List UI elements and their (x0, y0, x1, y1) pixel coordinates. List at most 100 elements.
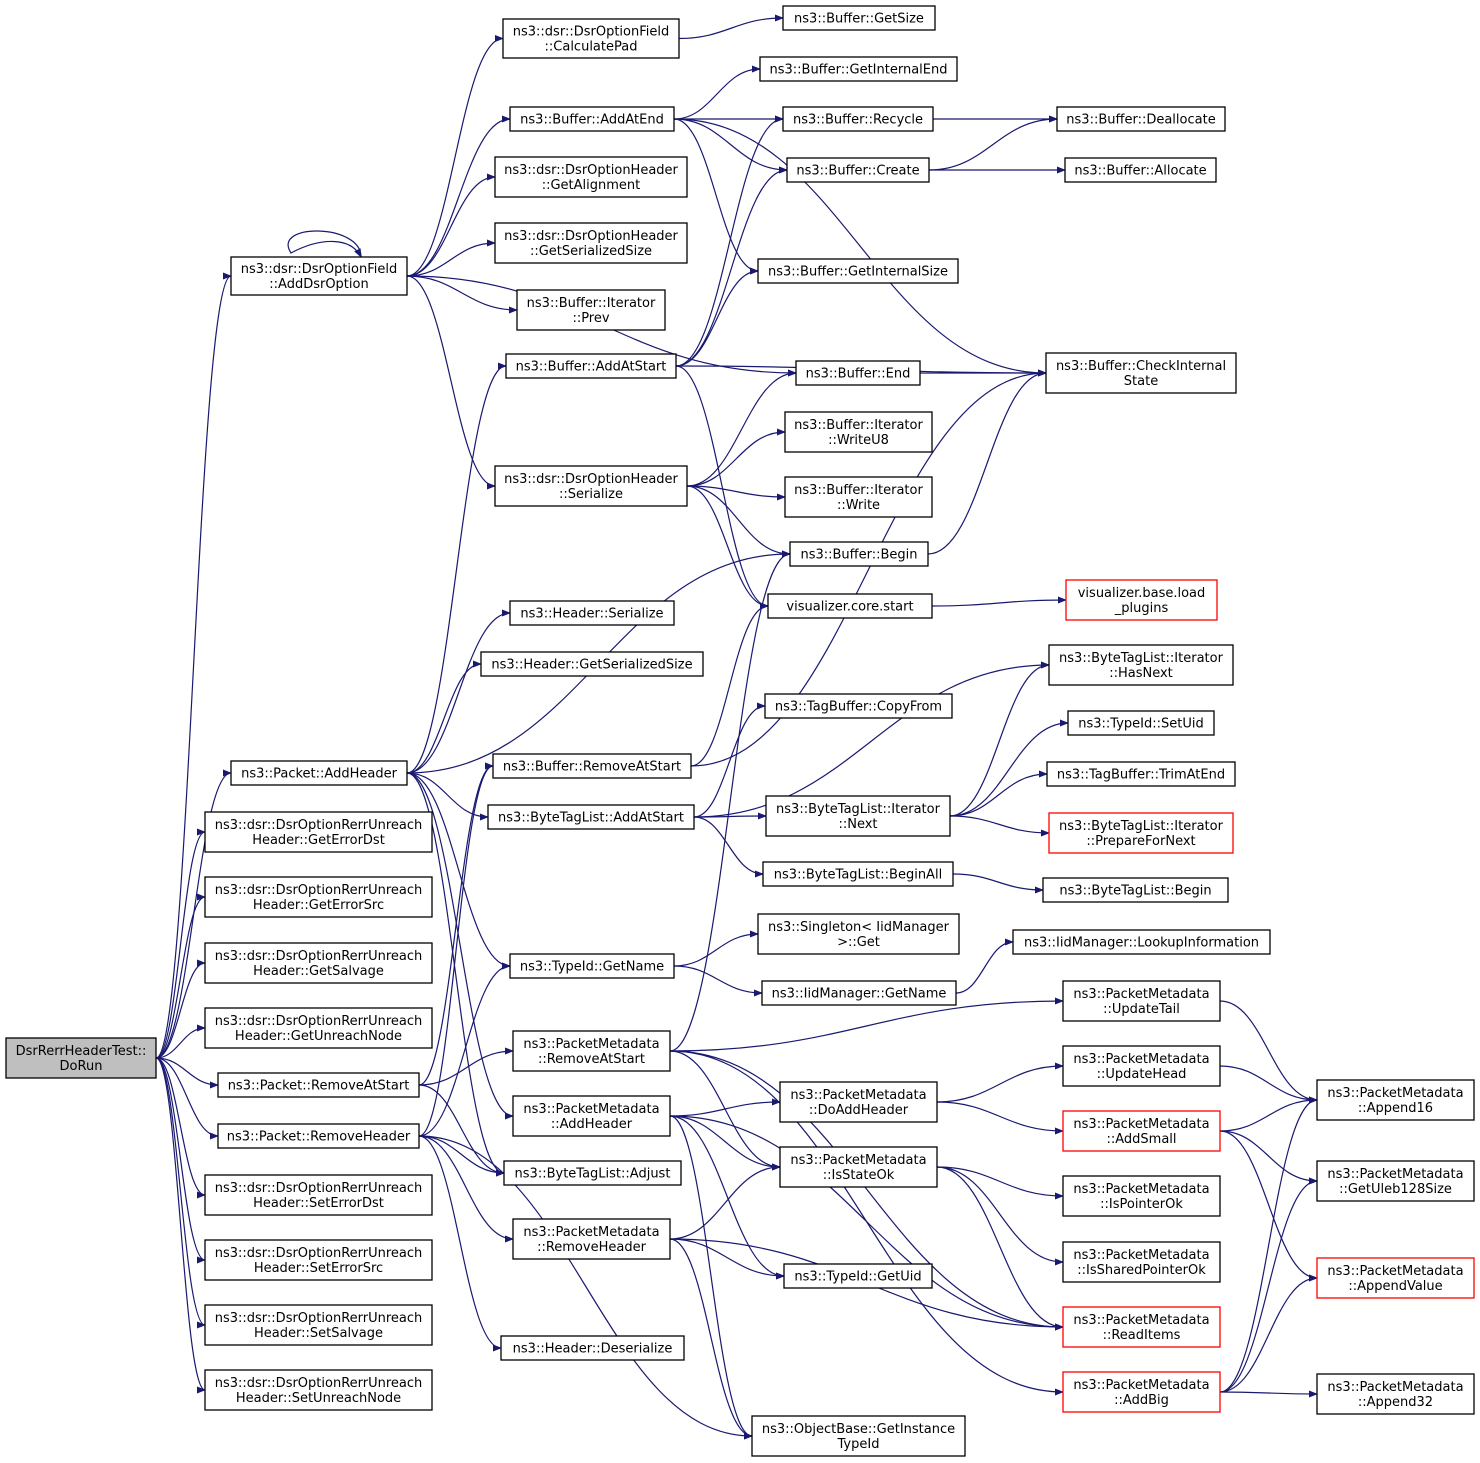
call-edge-btlAddAtStart-to-btlBeginAll (693, 816, 764, 878)
node-label: Header::SetErrorDst (253, 1196, 384, 1211)
node-label: ns3::Buffer::CheckInternal (1056, 359, 1226, 374)
node-pmDoAddHeader[interactable]: ns3::PacketMetadata::DoAddHeader (779, 1081, 938, 1123)
node-pmAddSmall[interactable]: ns3::PacketMetadata::AddSmall (1062, 1110, 1221, 1152)
node-dsrSerialize[interactable]: ns3::dsr::DsrOptionHeader::Serialize (494, 465, 688, 507)
node-label: ns3::TypeId::GetUid (794, 1270, 921, 1285)
node-root[interactable]: DsrRerrHeaderTest::DoRun (5, 1037, 157, 1079)
node-bufAddAtStart[interactable]: ns3::Buffer::AddAtStart (505, 353, 677, 379)
node-dsrGetSerializedSize[interactable]: ns3::dsr::DsrOptionHeader::GetSerialized… (494, 222, 688, 264)
node-iterWrite[interactable]: ns3::Buffer::Iterator::Write (784, 476, 933, 518)
node-typeIdSetUid[interactable]: ns3::TypeId::SetUid (1067, 710, 1215, 736)
node-label: ns3::TypeId::SetUid (1078, 717, 1203, 732)
node-setErrorDst[interactable]: ns3::dsr::DsrOptionRerrUnreachHeader::Se… (204, 1174, 433, 1216)
node-btlAdjust[interactable]: ns3::ByteTagList::Adjust (503, 1160, 682, 1186)
node-pktRemoveAtStart[interactable]: ns3::Packet::RemoveAtStart (217, 1072, 420, 1098)
node-pktRemoveHeader[interactable]: ns3::Packet::RemoveHeader (217, 1123, 420, 1149)
node-pmGetUleb128Size[interactable]: ns3::PacketMetadata::GetUleb128Size (1316, 1160, 1475, 1202)
node-pmIsSharedPointerOk[interactable]: ns3::PacketMetadata::IsSharedPointerOk (1062, 1241, 1221, 1283)
node-vizStart[interactable]: visualizer.core.start (767, 593, 933, 619)
node-vizLoadPlugins[interactable]: visualizer.base.load_plugins (1065, 579, 1218, 621)
call-edge-pmDoAddHeader-to-pmAddSmall (936, 1101, 1064, 1135)
node-bufEnd[interactable]: ns3::Buffer::End (795, 360, 921, 386)
node-bufRemoveAtStart[interactable]: ns3::Buffer::RemoveAtStart (492, 753, 692, 779)
node-btlAddAtStart[interactable]: ns3::ByteTagList::AddAtStart (487, 804, 695, 830)
node-pmAppend16[interactable]: ns3::PacketMetadata::Append16 (1316, 1079, 1475, 1121)
node-iterWriteU8[interactable]: ns3::Buffer::Iterator::WriteU8 (784, 411, 933, 453)
node-bufGetInternalSize[interactable]: ns3::Buffer::GetInternalSize (757, 258, 959, 284)
call-edge-btlIterNext-to-btlIterPrepareForNext (949, 815, 1050, 837)
node-pmAppendValue[interactable]: ns3::PacketMetadata::AppendValue (1316, 1257, 1475, 1299)
call-edge-bufAddAtEnd-to-bufGetInternalEnd (673, 65, 761, 120)
node-pmAppend32[interactable]: ns3::PacketMetadata::Append32 (1316, 1373, 1475, 1415)
node-label: ::IsSharedPointerOk (1077, 1263, 1206, 1278)
node-box (5, 1037, 157, 1079)
node-box (1012, 929, 1271, 955)
node-iterPrev[interactable]: ns3::Buffer::Iterator::Prev (516, 289, 666, 331)
node-getUnreachNode[interactable]: ns3::dsr::DsrOptionRerrUnreachHeader::Ge… (204, 1007, 433, 1049)
call-edge-pmUpdateHead-to-pmAppend16 (1219, 1065, 1318, 1104)
node-tagBufCopyFrom[interactable]: ns3::TagBuffer::CopyFrom (764, 693, 953, 719)
node-setUnreachNode[interactable]: ns3::dsr::DsrOptionRerrUnreachHeader::Se… (204, 1369, 433, 1411)
node-getErrorSrc[interactable]: ns3::dsr::DsrOptionRerrUnreachHeader::Ge… (204, 876, 433, 918)
node-label: ns3::dsr::DsrOptionRerrUnreach (215, 949, 423, 964)
node-bufCreate[interactable]: ns3::Buffer::Create (786, 157, 930, 183)
node-pmRemoveHeader[interactable]: ns3::PacketMetadata::RemoveHeader (512, 1218, 671, 1260)
node-btlIterNext[interactable]: ns3::ByteTagList::Iterator::Next (765, 795, 951, 837)
node-hdrSerialize[interactable]: ns3::Header::Serialize (509, 600, 675, 626)
node-btlBegin[interactable]: ns3::ByteTagList::Begin (1042, 877, 1229, 903)
node-btlBeginAll[interactable]: ns3::ByteTagList::BeginAll (762, 861, 954, 887)
node-pktAddHeader[interactable]: ns3::Packet::AddHeader (230, 760, 408, 786)
node-box (757, 258, 959, 284)
node-label: ns3::ByteTagList::Iterator (1059, 819, 1224, 834)
node-pmAddHeader[interactable]: ns3::PacketMetadata::AddHeader (512, 1095, 671, 1137)
node-pmUpdateHead[interactable]: ns3::PacketMetadata::UpdateHead (1062, 1045, 1221, 1087)
node-tagBufTrimAtEnd[interactable]: ns3::TagBuffer::TrimAtEnd (1046, 761, 1236, 787)
node-label: ns3::dsr::DsrOptionField (241, 262, 397, 277)
node-bufBegin[interactable]: ns3::Buffer::Begin (789, 541, 929, 567)
node-calculatePad[interactable]: ns3::dsr::DsrOptionField::CalculatePad (502, 18, 680, 59)
node-btlIterHasNext[interactable]: ns3::ByteTagList::Iterator::HasNext (1048, 644, 1234, 686)
node-bufAddAtEnd[interactable]: ns3::Buffer::AddAtEnd (509, 106, 675, 132)
node-label: ::AddDsrOption (269, 277, 368, 292)
node-box (1064, 157, 1217, 183)
node-bufGetInternalEnd[interactable]: ns3::Buffer::GetInternalEnd (759, 56, 958, 82)
node-getAlignment[interactable]: ns3::dsr::DsrOptionHeader::GetAlignment (494, 156, 688, 198)
node-iidGetName[interactable]: ns3::IidManager::GetName (761, 980, 957, 1006)
node-addDsrOption[interactable]: ns3::dsr::DsrOptionField::AddDsrOption (230, 256, 408, 296)
node-getErrorDst[interactable]: ns3::dsr::DsrOptionRerrUnreachHeader::Ge… (204, 811, 433, 853)
node-label: ns3::PacketMetadata (1327, 1264, 1463, 1279)
node-label: ns3::ByteTagList::BeginAll (774, 868, 942, 883)
node-bufDeallocate[interactable]: ns3::Buffer::Deallocate (1056, 106, 1226, 132)
node-label: Header::GetUnreachNode (235, 1029, 402, 1044)
node-pmIsPointerOk[interactable]: ns3::PacketMetadata::IsPointerOk (1062, 1175, 1221, 1217)
node-setErrorSrc[interactable]: ns3::dsr::DsrOptionRerrUnreachHeader::Se… (204, 1239, 433, 1281)
node-iidLookupInformation[interactable]: ns3::IidManager::LookupInformation (1012, 929, 1271, 955)
node-singletonGet[interactable]: ns3::Singleton< IidManager >::Get (757, 913, 960, 955)
call-edge-pmAddSmall-to-pmAppendValue (1219, 1130, 1318, 1282)
node-hdrDeserialize[interactable]: ns3::Header::Deserialize (500, 1335, 685, 1361)
node-typeIdGetUid[interactable]: ns3::TypeId::GetUid (783, 1263, 933, 1289)
node-bufGetSize[interactable]: ns3::Buffer::GetSize (782, 5, 936, 31)
node-pmUpdateTail[interactable]: ns3::PacketMetadata::UpdateTail (1062, 980, 1221, 1022)
node-hdrGetSerializedSize[interactable]: ns3::Header::GetSerializedSize (480, 651, 704, 677)
node-label: ns3::dsr::DsrOptionRerrUnreach (215, 1181, 423, 1196)
node-label: ::Next (838, 817, 877, 832)
node-pmReadItems[interactable]: ns3::PacketMetadata::ReadItems (1062, 1306, 1221, 1348)
node-label: ::GetAlignment (542, 178, 641, 193)
node-box (786, 157, 930, 183)
call-edge-btlIterNext-to-btlIterHasNext (949, 661, 1050, 817)
call-edge-root-to-setSalvage (155, 1057, 206, 1329)
node-setSalvage[interactable]: ns3::dsr::DsrOptionRerrUnreachHeader::Se… (204, 1304, 433, 1346)
node-box (204, 1304, 433, 1346)
node-pmRemoveAtStart[interactable]: ns3::PacketMetadata::RemoveAtStart (512, 1030, 671, 1072)
node-pmIsStateOk[interactable]: ns3::PacketMetadata::IsStateOk (779, 1146, 938, 1188)
node-label: ns3::PacketMetadata (1073, 1248, 1209, 1263)
node-typeIdGetName[interactable]: ns3::TypeId::GetName (509, 953, 675, 979)
node-pmAddBig[interactable]: ns3::PacketMetadata::AddBig (1062, 1371, 1221, 1413)
node-bufAllocate[interactable]: ns3::Buffer::Allocate (1064, 157, 1217, 183)
node-bufRecycle[interactable]: ns3::Buffer::Recycle (782, 106, 934, 132)
node-getSalvage[interactable]: ns3::dsr::DsrOptionRerrUnreachHeader::Ge… (204, 942, 433, 984)
node-btlIterPrepareForNext[interactable]: ns3::ByteTagList::Iterator::PrepareForNe… (1048, 812, 1234, 854)
